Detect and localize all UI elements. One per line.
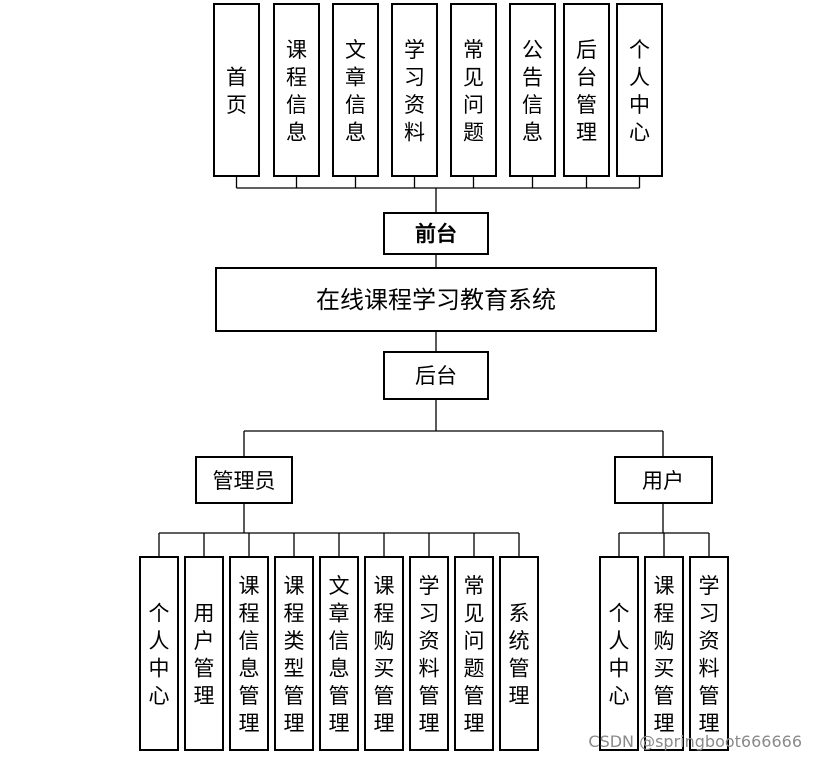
- user-item-0: 个人中心: [599, 556, 639, 751]
- admin-label: 管理员: [213, 469, 276, 493]
- admin-module-list: 个人中心 用户管理 课程信息管理 课程类型管理 文章信息管理 课程购买管理 学习资料管理 常见…: [139, 556, 539, 751]
- admin-item-5: 课程购买管理: [364, 556, 404, 751]
- frontend-item-label: 常见问题: [463, 38, 484, 145]
- admin-item-1: 用户管理: [184, 556, 224, 751]
- admin-item-label: 文章信息管理: [329, 574, 350, 736]
- user-item-1: 课程购买管理: [644, 556, 684, 751]
- admin-item-label: 课程信息管理: [239, 574, 260, 736]
- frontend-item-1: 课程信息: [273, 3, 320, 177]
- admin-node: 管理员: [195, 456, 293, 504]
- admin-item-label: 课程类型管理: [284, 574, 305, 736]
- backend-label: 后台: [415, 364, 457, 388]
- diagram-nodes: 在线课程学习教育系统 前台 后台 管理员 用户 首页课程信息文章信息学习资料常见…: [139, 3, 729, 751]
- admin-item-label: 课程购买管理: [374, 574, 395, 736]
- frontend-item-label: 文章信息: [345, 38, 366, 145]
- user-item-label: 课程购买管理: [654, 574, 675, 736]
- frontend-item-label: 个人中心: [629, 38, 650, 145]
- user-label: 用户: [642, 469, 684, 493]
- admin-item-6: 学习资料管理: [409, 556, 449, 751]
- frontend-item-5: 公告信息: [509, 3, 556, 177]
- admin-item-2: 课程信息管理: [229, 556, 269, 751]
- frontend-label: 前台: [415, 222, 457, 246]
- user-item-label: 学习资料管理: [699, 574, 720, 736]
- admin-item-8: 系统管理: [499, 556, 539, 751]
- admin-item-label: 系统管理: [509, 602, 530, 709]
- frontend-module-list: 首页 课程信息 文章信息 学习资料 常见问题 公告信息 后台管理 个人中心: [213, 3, 663, 177]
- frontend-item-label: 首页: [226, 66, 247, 118]
- admin-item-7: 常见问题管理: [454, 556, 494, 751]
- watermark: CSDN @springboot666666: [588, 732, 802, 751]
- admin-item-label: 个人中心: [149, 602, 170, 709]
- frontend-item-7: 个人中心: [616, 3, 663, 177]
- frontend-item-0: 首页: [213, 3, 260, 177]
- user-item-2: 学习资料管理: [689, 556, 729, 751]
- admin-item-3: 课程类型管理: [274, 556, 314, 751]
- admin-item-label: 常见问题管理: [464, 574, 485, 736]
- frontend-item-6: 后台管理: [563, 3, 610, 177]
- frontend-item-label: 公告信息: [522, 38, 543, 145]
- frontend-item-2: 文章信息: [332, 3, 379, 177]
- root-node: 在线课程学习教育系统: [215, 267, 657, 332]
- frontend-item-4: 常见问题: [450, 3, 497, 177]
- user-module-list: 个人中心 课程购买管理 学习资料管理: [599, 556, 729, 751]
- user-item-label: 个人中心: [609, 602, 630, 709]
- admin-item-4: 文章信息管理: [319, 556, 359, 751]
- connector-lines: [158, 176, 710, 557]
- user-node: 用户: [614, 456, 713, 504]
- admin-item-label: 用户管理: [194, 602, 215, 709]
- frontend-item-label: 学习资料: [404, 38, 425, 145]
- frontend-item-label: 后台管理: [576, 38, 597, 145]
- admin-item-label: 学习资料管理: [419, 574, 440, 736]
- backend-node: 后台: [383, 351, 489, 400]
- root-label: 在线课程学习教育系统: [316, 286, 556, 314]
- frontend-item-label: 课程信息: [286, 38, 307, 145]
- admin-item-0: 个人中心: [139, 556, 179, 751]
- frontend-item-3: 学习资料: [391, 3, 438, 177]
- frontend-node: 前台: [383, 212, 489, 255]
